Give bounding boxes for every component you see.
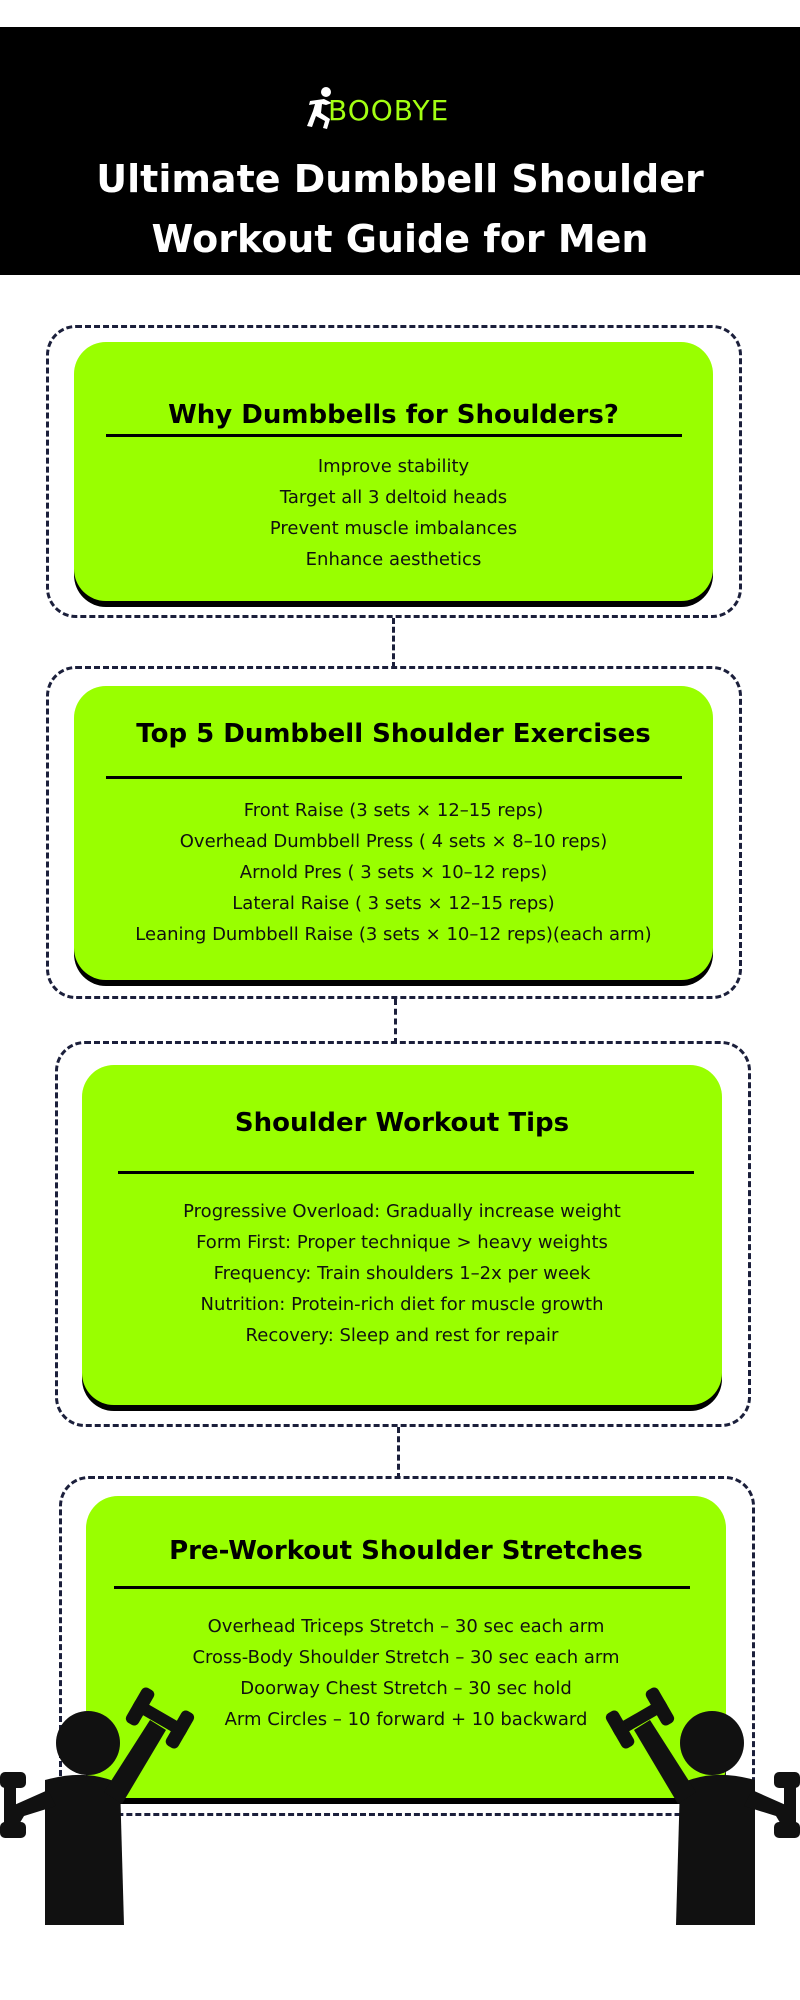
section-frame-top-exercises [46, 666, 742, 999]
section-connector [392, 618, 395, 668]
section-card-stretches: Pre-Workout Shoulder Stretches Overhead … [86, 1496, 726, 1798]
brand-logo[interactable]: BOOBYE [304, 85, 504, 133]
section-divider [106, 434, 682, 437]
section-divider [118, 1171, 694, 1174]
section-connector [397, 1427, 400, 1479]
section-title: Why Dumbbells for Shoulders? [168, 400, 619, 430]
section-title: Pre-Workout Shoulder Stretches [169, 1536, 643, 1566]
list-item: Nutrition: Protein-rich diet for muscle … [200, 1294, 604, 1315]
dumbbell-man-right-icon [605, 1687, 800, 1925]
list-item: Leaning Dumbbell Raise (3 sets × 10–12 r… [135, 924, 652, 945]
section-list: Progressive Overload: Gradually increase… [82, 1196, 722, 1351]
brand-name: BOOBYE [328, 94, 450, 127]
section-card-why-dumbbells: Why Dumbbells for Shoulders? Improve sta… [74, 342, 713, 601]
list-item: Improve stability [317, 456, 470, 477]
list-item: Prevent muscle imbalances [269, 518, 518, 539]
page-title-line-2: Workout Guide for Men [151, 217, 649, 261]
list-item: Recovery: Sleep and rest for repair [245, 1325, 559, 1346]
section-list: Improve stability Target all 3 deltoid h… [74, 451, 713, 575]
list-item: Frequency: Train shoulders 1–2x per week [213, 1263, 591, 1284]
list-item: Arm Circles – 10 forward + 10 backward [224, 1709, 588, 1730]
list-item: Front Raise (3 sets × 12–15 reps) [243, 800, 544, 821]
runner-logo-icon [307, 87, 332, 129]
dumbbell-man-left-icon [0, 1687, 195, 1925]
section-connector [394, 999, 397, 1044]
section-frame-workout-tips [55, 1041, 751, 1427]
list-item: Overhead Triceps Stretch – 30 sec each a… [207, 1616, 605, 1637]
section-title: Shoulder Workout Tips [234, 1108, 570, 1138]
list-item: Arnold Pres ( 3 sets × 10–12 reps) [239, 862, 548, 883]
list-item: Cross-Body Shoulder Stretch – 30 sec eac… [192, 1647, 620, 1668]
section-card-top-exercises: Top 5 Dumbbell Shoulder Exercises Front … [74, 686, 713, 980]
list-item: Form First: Proper technique > heavy wei… [196, 1232, 608, 1253]
section-card-workout-tips: Shoulder Workout Tips Progressive Overlo… [82, 1065, 722, 1405]
list-item: Target all 3 deltoid heads [279, 487, 508, 508]
section-frame-why-dumbbells [46, 325, 742, 618]
section-title: Top 5 Dumbbell Shoulder Exercises [136, 719, 651, 749]
section-frame-stretches [59, 1476, 755, 1816]
list-item: Lateral Raise ( 3 sets × 12–15 reps) [232, 893, 555, 914]
list-item: Progressive Overload: Gradually increase… [183, 1201, 621, 1222]
page-title: Ultimate Dumbbell Shoulder Workout Guide… [0, 149, 800, 269]
list-item: Overhead Dumbbell Press ( 4 sets × 8–10 … [179, 831, 608, 852]
section-divider [106, 776, 682, 779]
section-divider [114, 1586, 690, 1589]
page-title-line-1: Ultimate Dumbbell Shoulder [96, 157, 704, 201]
section-list: Overhead Triceps Stretch – 30 sec each a… [86, 1611, 726, 1735]
list-item: Doorway Chest Stretch – 30 sec hold [240, 1678, 572, 1699]
header-banner: BOOBYE Ultimate Dumbbell Shoulder Workou… [0, 27, 800, 275]
list-item: Enhance aesthetics [305, 549, 482, 570]
section-list: Front Raise (3 sets × 12–15 reps) Overhe… [74, 795, 713, 950]
